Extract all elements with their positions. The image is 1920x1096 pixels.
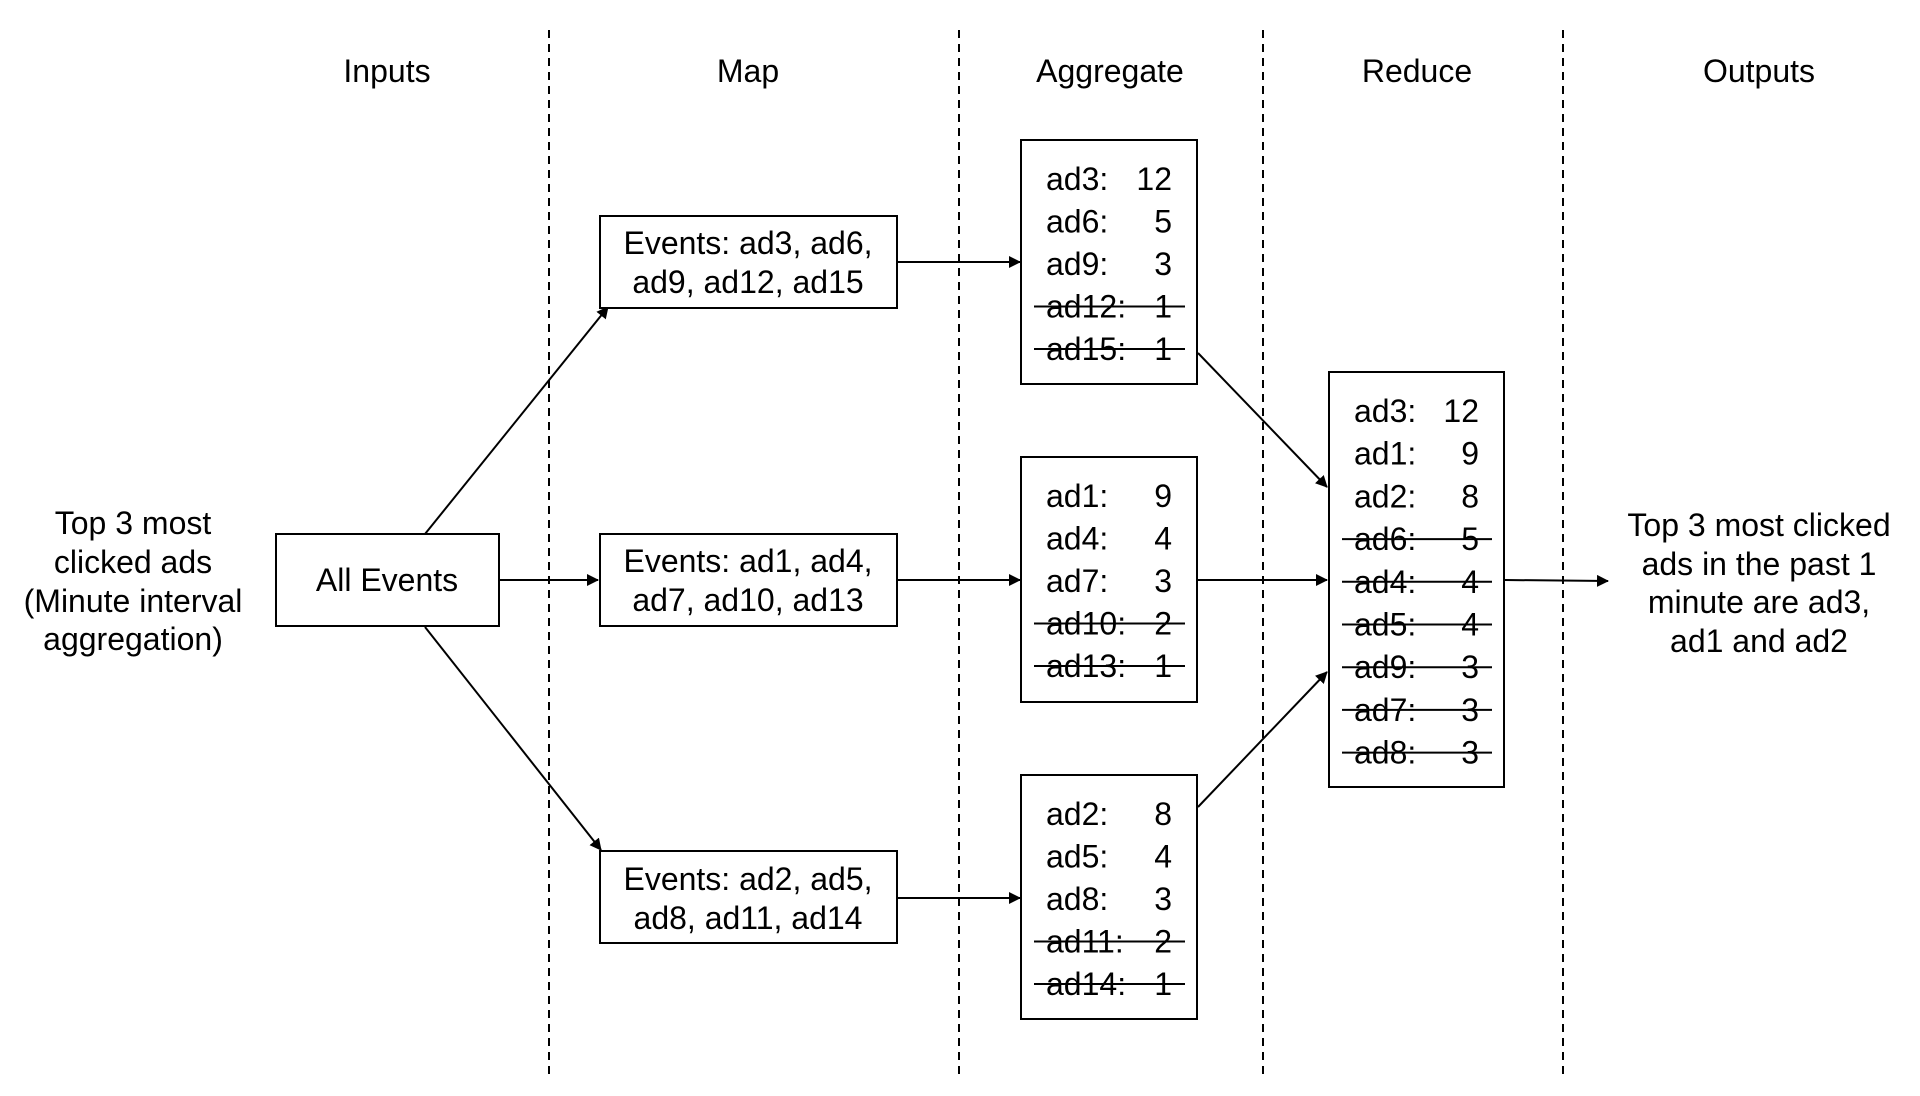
count-row-ad: ad5: (1046, 839, 1108, 875)
column-header-reduce: Reduce (1362, 53, 1472, 89)
map-box-line: Events: ad2, ad5, (623, 861, 872, 897)
input-description-line: aggregation) (43, 621, 223, 657)
output-description-line: minute are ad3, (1648, 584, 1870, 620)
all-events-label: All Events (316, 562, 458, 598)
count-row-ad: ad1: (1046, 478, 1108, 514)
arrow-reduce-to-output (1504, 574, 1609, 587)
map-box-line: ad9, ad12, ad15 (632, 264, 863, 300)
input-description-line: clicked ads (54, 544, 212, 580)
arrow-aggregate-3-to-reduce (1197, 671, 1328, 808)
all-events-box: All Events (275, 533, 500, 627)
count-row-value: 3 (1154, 881, 1172, 917)
count-row-value: 3 (1154, 563, 1172, 599)
count-row-ad: ad3: (1354, 393, 1416, 429)
column-header-map: Map (717, 53, 779, 89)
count-row-ad: ad4: (1046, 521, 1108, 557)
count-row-value: 8 (1154, 796, 1172, 832)
arrow-source-to-map-1 (424, 306, 609, 535)
map-box: Events: ad1, ad4, ad7, ad10, ad13 (599, 533, 898, 627)
map-box-line: Events: ad1, ad4, (623, 543, 872, 579)
count-row-ad: ad2: (1354, 478, 1416, 514)
count-row-value: 8 (1461, 478, 1479, 514)
arrow-source-to-map-3 (424, 626, 602, 851)
count-row-value: 5 (1154, 204, 1172, 240)
map-box-line: ad7, ad10, ad13 (632, 582, 863, 618)
output-description-line: ads in the past 1 (1642, 546, 1877, 582)
input-description-line: (Minute interval (24, 583, 243, 619)
reduce-box: ad3:12ad1:9ad2:8ad6:5ad4:4ad5:4ad9:3ad7:… (1328, 371, 1505, 788)
count-row-value: 4 (1154, 521, 1172, 557)
map-box: Events: ad2, ad5, ad8, ad11, ad14 (599, 850, 898, 944)
arrow-aggregate-1-to-reduce (1197, 352, 1328, 488)
count-row-ad: ad9: (1046, 246, 1108, 282)
count-row-ad: ad7: (1046, 563, 1108, 599)
input-description-line: Top 3 most (55, 505, 212, 541)
count-row-ad: ad2: (1046, 796, 1108, 832)
count-row-value: 9 (1154, 478, 1172, 514)
column-header-outputs: Outputs (1703, 53, 1815, 89)
count-row-ad: ad3: (1046, 161, 1108, 197)
count-row-value: 12 (1443, 393, 1479, 429)
map-box-line: Events: ad3, ad6, (623, 225, 872, 261)
count-row-ad: ad6: (1046, 204, 1108, 240)
column-header-aggregate: Aggregate (1036, 53, 1184, 89)
output-description-line: ad1 and ad2 (1670, 623, 1848, 659)
count-row-value: 9 (1461, 436, 1479, 472)
count-row-ad: ad8: (1046, 881, 1108, 917)
map-box-line: ad8, ad11, ad14 (634, 900, 863, 936)
map-box: Events: ad3, ad6, ad9, ad12, ad15 (599, 215, 898, 309)
count-row-value: 12 (1136, 161, 1172, 197)
count-row-ad: ad1: (1354, 436, 1416, 472)
column-header-inputs: Inputs (343, 53, 430, 89)
output-description-line: Top 3 most clicked (1627, 507, 1890, 543)
count-row-value: 3 (1154, 246, 1172, 282)
count-row-value: 4 (1154, 839, 1172, 875)
